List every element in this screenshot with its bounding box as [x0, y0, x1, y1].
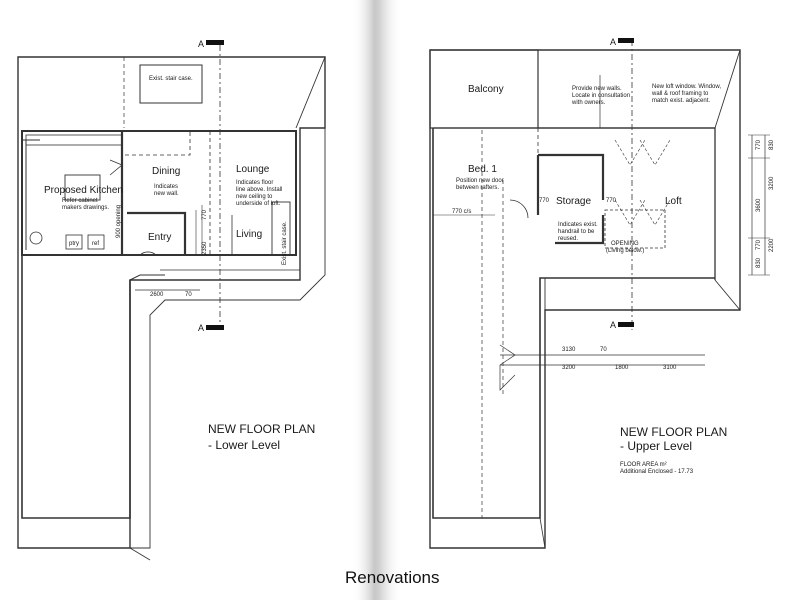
label-lounge-note-2: line above. Install — [236, 187, 282, 193]
upper-floor-area: FLOOR AREA m² — [620, 462, 667, 468]
dim-2600: 2600 — [150, 292, 164, 298]
caption-renovations: Renovations — [345, 568, 440, 587]
label-loft: Loft — [665, 196, 682, 207]
dim-770-b: 770 — [606, 198, 617, 204]
label-walls-note-2: Locate in consultation — [572, 93, 630, 99]
dim-opening: 900 opening — [116, 205, 122, 238]
dim-70-lower: 70 — [185, 292, 192, 298]
entry-wall — [127, 211, 187, 255]
upper-additional-enclosed: Additional Enclosed - 17.73 — [620, 469, 694, 475]
label-dining-note-1: Indicates — [154, 184, 178, 190]
label-living: Living — [236, 229, 262, 240]
label-balcony: Balcony — [468, 84, 504, 95]
dim-v-830-a: 830 — [769, 139, 775, 150]
lower-main-block — [21, 130, 297, 256]
dim-770-cs: 770 c/s — [452, 209, 471, 215]
label-fridge: ref — [92, 241, 99, 247]
dim-v-3600: 3600 — [756, 198, 762, 212]
label-handrail-note-1: Indicates exist. — [558, 222, 598, 228]
dim-3100: 3100 — [663, 365, 677, 371]
label-lounge-note-1: Indicates floor — [236, 180, 273, 186]
dim-v-770-b: 770 — [756, 239, 762, 250]
upper-level-plan — [429, 40, 770, 549]
label-window-note-3: match exist. adjacent. — [652, 98, 710, 104]
svg-text:A: A — [198, 323, 204, 333]
section-marker-a-upper-bottom: A — [610, 320, 634, 330]
label-exist-stair: Exist. stair case. — [149, 76, 193, 82]
dim-70-upper: 70 — [600, 347, 607, 353]
dim-v-2200: 2200 — [769, 238, 775, 252]
dim-770-lower: 770 — [202, 209, 208, 220]
lower-title-line-1: NEW FLOOR PLAN — [208, 422, 315, 436]
section-marker-a-lower-bottom: A — [198, 323, 224, 333]
section-marker-a-upper-top: A — [610, 37, 634, 47]
label-proposed-kitchen: Proposed Kitchen — [44, 185, 123, 196]
label-entry: Entry — [148, 232, 171, 243]
upper-outer-wall — [429, 49, 741, 549]
dim-3130: 3130 — [562, 347, 576, 353]
label-opening-2: (Living below.) — [606, 248, 644, 254]
label-window-note-2: wall & roof framing to — [651, 91, 709, 97]
lower-title-line-2: - Lower Level — [208, 438, 280, 452]
upper-title-line-1: NEW FLOOR PLAN — [620, 425, 727, 439]
exist-stair-top — [139, 64, 203, 104]
svg-text:A: A — [610, 320, 616, 330]
label-dining-note-2: new wall. — [154, 191, 179, 197]
label-lounge-note-4: underside of loft. — [236, 201, 281, 207]
label-handrail-note-3: reused. — [558, 236, 578, 242]
label-storage: Storage — [556, 196, 591, 207]
label-walls-note-1: Provide new walls. — [572, 86, 622, 92]
label-kitchen-note-1: Refer cabinet — [62, 198, 98, 204]
label-bed-note-2: between rafters. — [456, 185, 499, 191]
dim-2350: 2350 — [202, 241, 208, 255]
lower-eave-line — [18, 56, 326, 549]
label-dining: Dining — [152, 166, 180, 177]
label-stair-vertical: Exist. stair case. — [282, 221, 288, 265]
label-lounge-note-3: new ceiling to — [236, 194, 273, 200]
label-window-note-1: New loft window. Window, — [652, 84, 721, 90]
dim-3200: 3200 — [562, 365, 576, 371]
section-marker-a-lower-top: A — [198, 39, 224, 49]
label-bed-1: Bed. 1 — [468, 164, 497, 175]
label-kitchen-note-2: makers drawings. — [62, 205, 109, 211]
label-handrail-note-2: handrail to be — [558, 229, 595, 235]
label-opening-1: OPENING — [611, 241, 639, 247]
label-lounge: Lounge — [236, 164, 270, 175]
dim-v-770: 770 — [756, 139, 762, 150]
dim-770-a: 770 — [539, 198, 550, 204]
svg-text:A: A — [198, 39, 204, 49]
storage-walls — [536, 153, 605, 245]
label-pantry: ptry — [69, 241, 79, 247]
dim-v-3200: 3200 — [769, 176, 775, 190]
scan-fold-shadow — [352, 0, 402, 600]
dim-1800: 1800 — [615, 365, 629, 371]
upper-title-line-2: - Upper Level — [620, 439, 692, 453]
dim-v-830-b: 830 — [756, 257, 762, 268]
lower-level-plan — [17, 45, 326, 561]
label-bed-note-1: Position new door — [456, 178, 504, 184]
label-walls-note-3: with owners. — [571, 100, 606, 106]
svg-text:A: A — [610, 37, 616, 47]
